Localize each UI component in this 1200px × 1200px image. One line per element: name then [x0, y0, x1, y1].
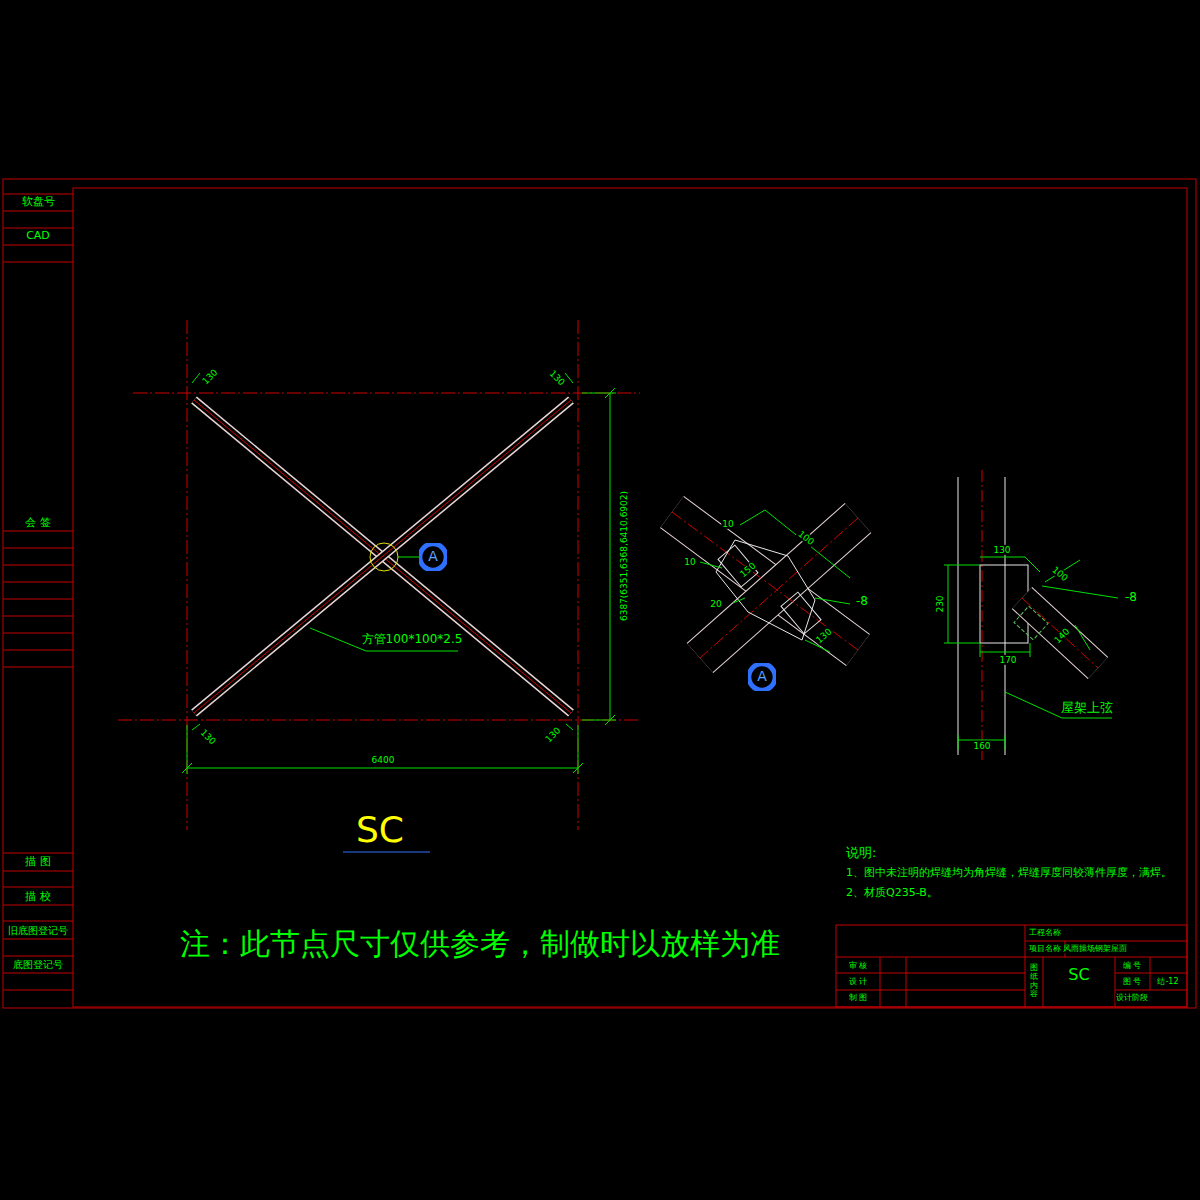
drawing-label: SC [355, 809, 405, 850]
drawing-label: 编 号 [1122, 961, 1143, 970]
drawing-label: 屋架上弦 [1060, 701, 1114, 716]
drawing-label: 审 核 [848, 961, 869, 970]
drawing-label: 方管100*100*2.5 [361, 633, 464, 647]
drawing-label: 会 签 [24, 517, 52, 530]
drawing-label: 160 [972, 741, 991, 751]
drawing-label: 制 图 [848, 993, 869, 1002]
drawing-label: SC [1067, 966, 1090, 984]
drawing-label: 230 [935, 594, 945, 613]
drawing-label: 130 [198, 727, 219, 748]
drawing-label: 注：此节点尺寸仅供参考，制做时以放样为准 [179, 927, 781, 962]
vertical-label: 图纸内容 [1030, 964, 1038, 999]
drawing-label: -8 [1124, 591, 1138, 605]
drawing-label: 10 [683, 557, 696, 567]
drawing-label: CAD [25, 230, 51, 243]
callout-letter: A [428, 549, 438, 564]
drawing-label: 130 [200, 367, 221, 388]
drawing-label: 描 校 [24, 891, 52, 904]
drawing-label: 说明: [845, 846, 877, 861]
drawing-label: 130 [992, 545, 1011, 555]
drawing-label: 描 图 [24, 856, 52, 869]
drawing-label: -8 [855, 595, 869, 609]
drawing-label: 130 [543, 725, 564, 746]
drawing-label: 工程名称 [1028, 928, 1062, 937]
callout-letter: A [757, 669, 767, 684]
drawing-label: 130 [547, 368, 568, 389]
drawing-label: 100 [1049, 564, 1070, 584]
drawing-label: 设计阶段 [1115, 993, 1149, 1002]
detail-callout-circle: A [419, 543, 447, 571]
drawing-label: 设 计 [848, 977, 869, 986]
drawing-label: 结-12 [1156, 977, 1179, 986]
drawing-label: 1、图中未注明的焊缝均为角焊缝，焊缝厚度同较薄件厚度，满焊。 [845, 867, 1173, 880]
drawing-label: 20 [709, 599, 722, 609]
drawing-label: 10 [721, 519, 734, 529]
drawing-label: 软盘号 [21, 196, 56, 209]
drawing-label: 图 号 [1122, 977, 1143, 986]
detail-callout-circle: A [748, 663, 776, 691]
drawing-label: 底图登记号 [12, 959, 64, 971]
drawing-label: 风雨操场钢架屋面 [1062, 944, 1128, 953]
drawing-label: 旧底图登记号 [7, 925, 69, 937]
drawing-label: 项目名称 [1028, 944, 1062, 953]
drawing-label: 170 [998, 655, 1017, 665]
drawing-label: 6400 [371, 755, 396, 765]
drawing-label: 2、材质Q235-B。 [845, 887, 939, 900]
drawing-label: 6387(6351,6368,6410,6902) [619, 490, 629, 622]
